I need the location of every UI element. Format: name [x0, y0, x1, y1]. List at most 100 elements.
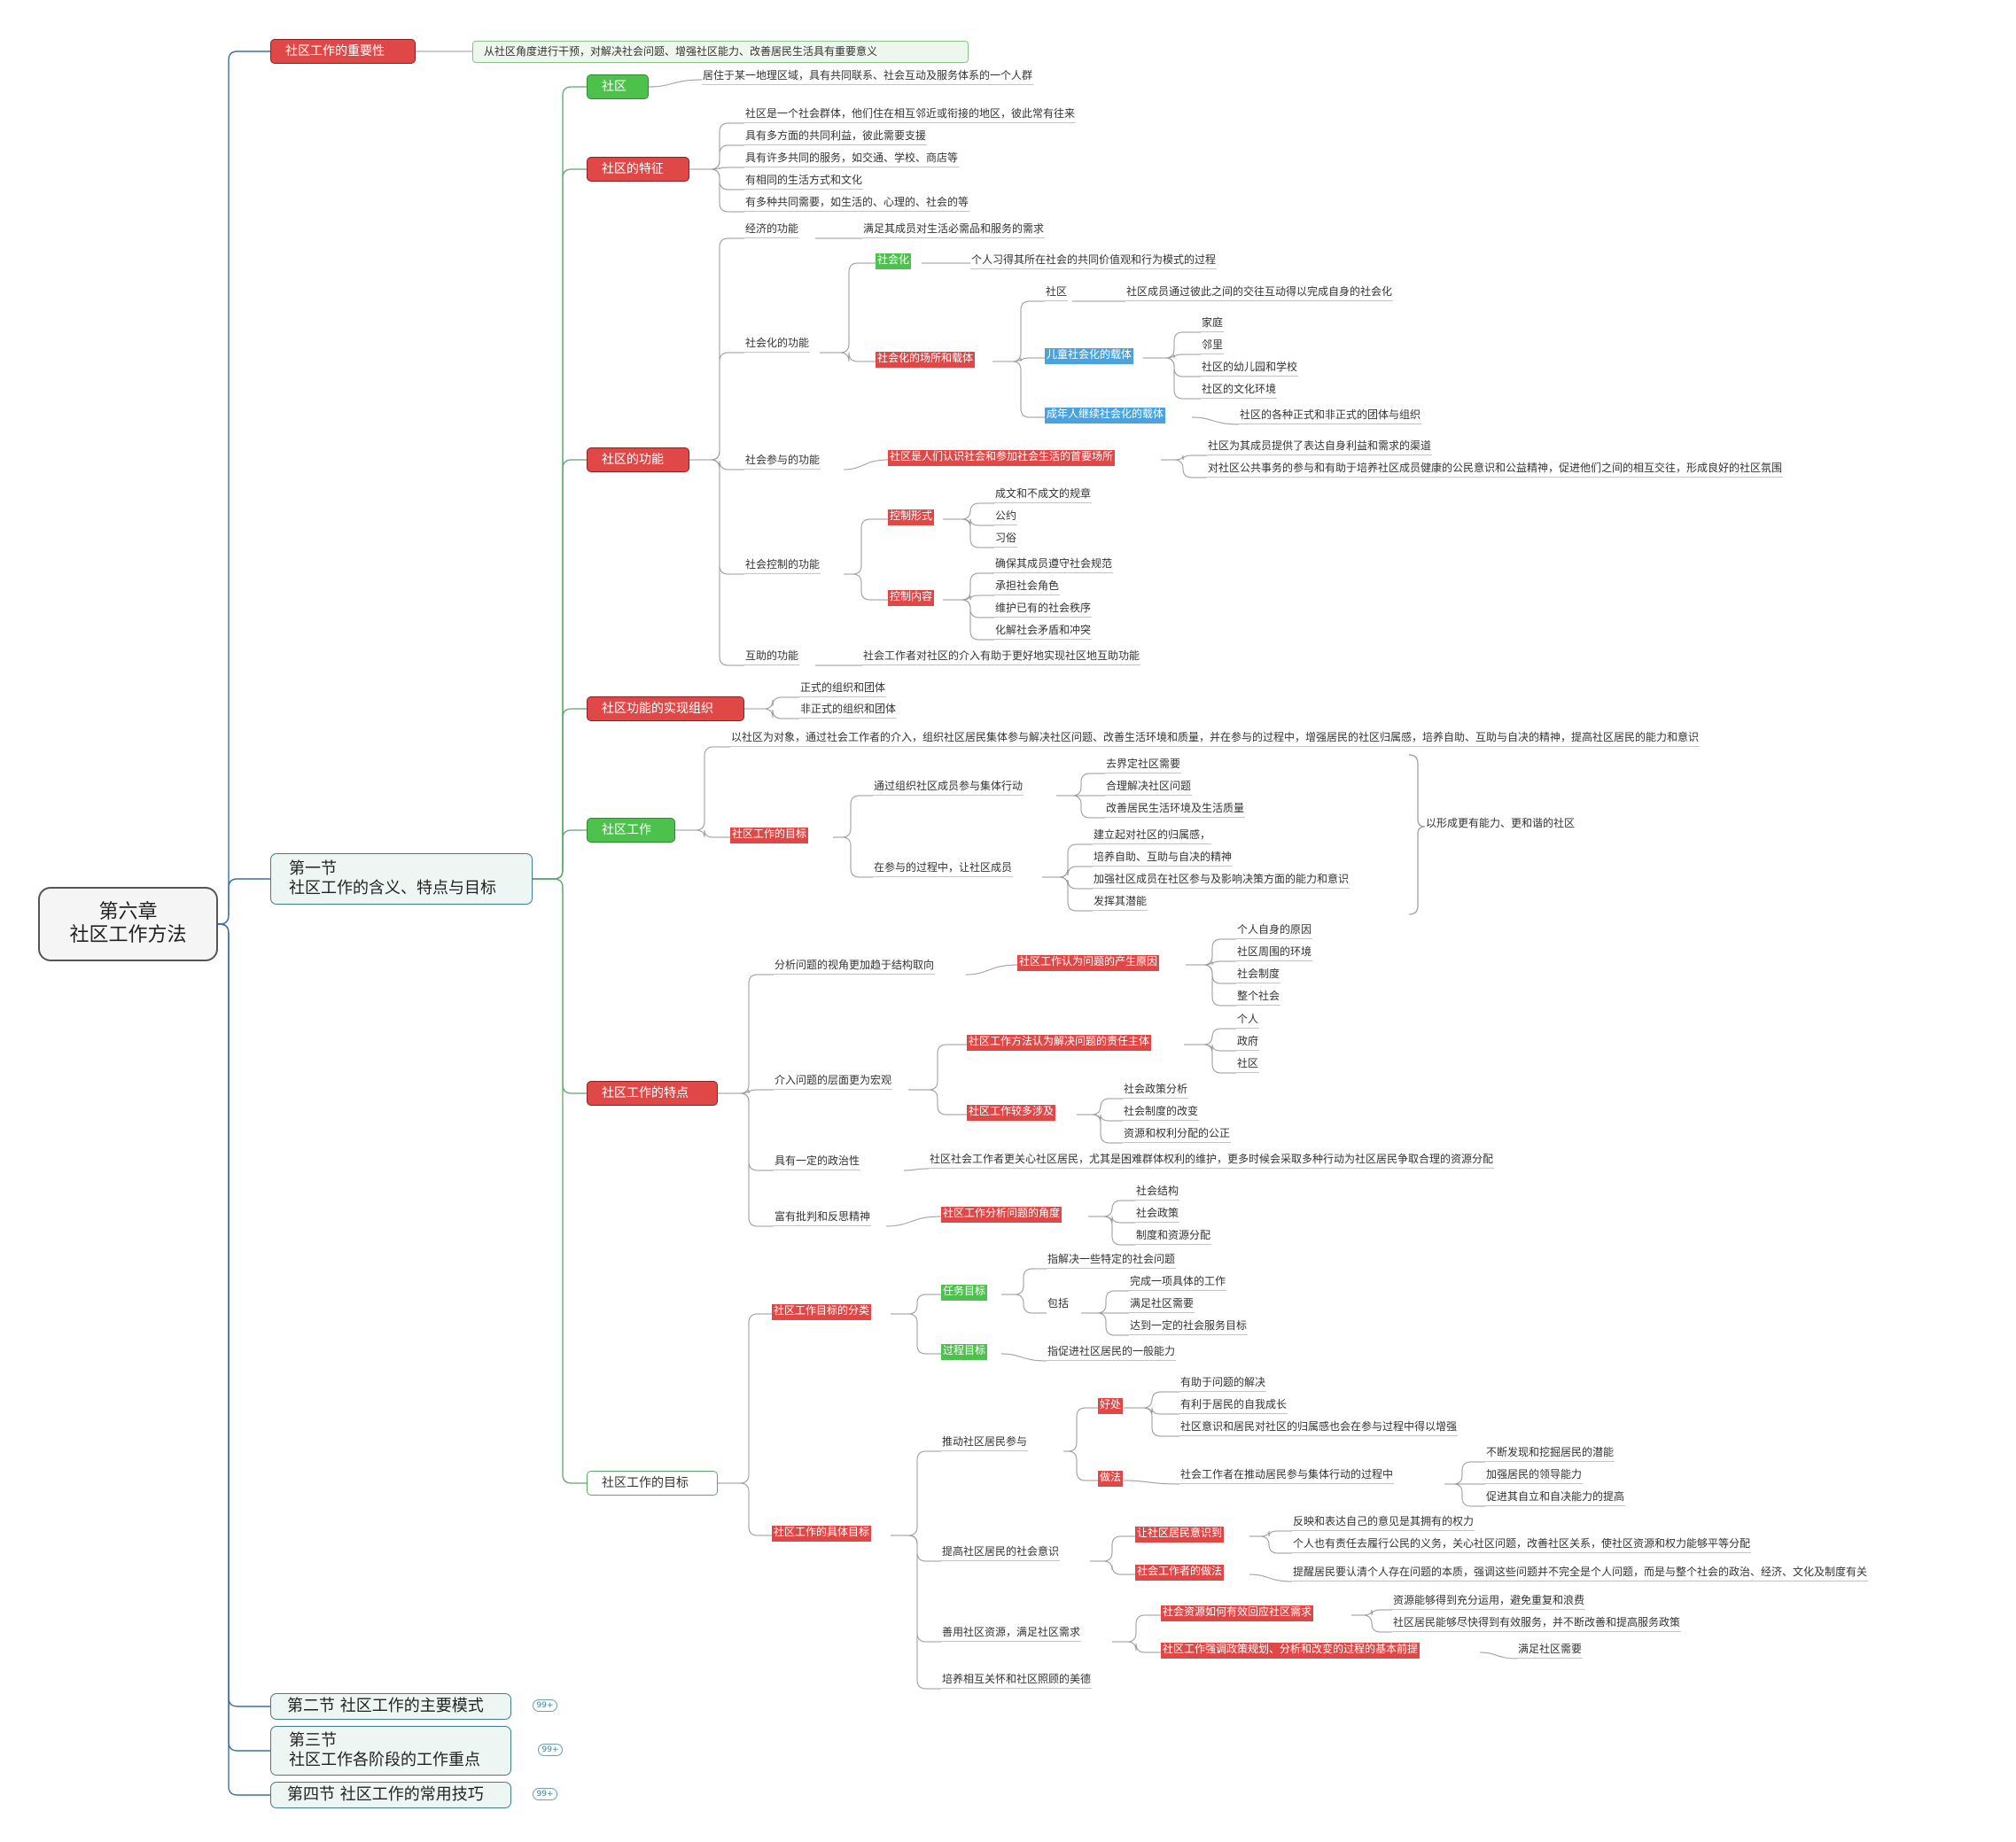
- root-title-line1: 第六章: [98, 900, 158, 923]
- connector-line: [1444, 1483, 1485, 1507]
- benefit-item: 有利于居民的自我成长: [1179, 1398, 1288, 1414]
- connector-line: [689, 122, 744, 170]
- goals-topic[interactable]: 社区工作的目标: [587, 1471, 718, 1496]
- connector-line: [891, 1535, 941, 1690]
- functions-topic[interactable]: 社区的功能: [587, 447, 689, 472]
- involvement-label: 社区工作较多涉及: [967, 1105, 1056, 1121]
- root-topic[interactable]: 第六章 社区工作方法: [38, 887, 218, 961]
- connector-line: [1088, 1200, 1135, 1217]
- connector-line: [1351, 1614, 1392, 1633]
- connector-line: [1184, 1044, 1236, 1074]
- organizations-topic[interactable]: 社区功能的实现组织: [587, 696, 744, 721]
- participation-item: 社区为其成员提供了表达自身利益和需求的渠道: [1207, 439, 1433, 455]
- mutual-function-desc: 社会工作者对社区的介入有助于更好地实现社区地互助功能: [862, 649, 1141, 665]
- adult-socialization-label: 成年人继续社会化的载体: [1045, 408, 1166, 424]
- control-function: 社会控制的功能: [744, 558, 821, 574]
- connector-line: [1123, 1480, 1180, 1485]
- connector-line: [943, 599, 994, 641]
- task-goal-include-item: 完成一项具体的工作: [1129, 1275, 1227, 1291]
- child-socialization-label: 儿童社会化的载体: [1045, 348, 1134, 364]
- connector-line: [1161, 455, 1207, 461]
- task-goal-desc: 指解决一些特定的社会问题: [1047, 1253, 1177, 1269]
- control-content-item: 维护已有的社会秩序: [994, 602, 1093, 618]
- connector-line: [943, 595, 994, 601]
- traits-topic[interactable]: 社区工作的特点: [587, 1081, 718, 1106]
- socialization-community-text: 社区成员通过彼此之间的交往互动得以完成自身的社会化: [1125, 285, 1394, 301]
- section-1-topic[interactable]: 第一节 社区工作的含义、特点与目标: [270, 853, 533, 905]
- community-work-topic[interactable]: 社区工作: [587, 818, 675, 843]
- connector-line: [1249, 1574, 1293, 1582]
- control-content-item: 确保其成员遵守社会规范: [994, 557, 1114, 573]
- participation-key: 社区是人们认识社会和参加社会生活的首要场所: [888, 450, 1116, 466]
- connector-line: [718, 1482, 772, 1536]
- importance-topic[interactable]: 社区工作的重要性: [270, 39, 416, 64]
- analysis-angle-item: 社会结构: [1135, 1185, 1180, 1201]
- connector-line: [1000, 1353, 1047, 1362]
- connector-line: [891, 1294, 941, 1315]
- task-goal-label: 任务目标: [941, 1285, 988, 1301]
- connector-line: [891, 1535, 941, 1643]
- connector-line: [1184, 1028, 1236, 1045]
- socialization-function: 社会化的功能: [744, 337, 811, 353]
- connector-line: [843, 459, 889, 470]
- connector-line: [1143, 354, 1201, 359]
- collective-action-item: 改善居民生活环境及生活质量: [1105, 802, 1246, 818]
- connector-line: [744, 696, 799, 710]
- collective-action-item: 去界定社区需要: [1105, 758, 1182, 773]
- problem-cause-item: 社会制度: [1236, 968, 1281, 983]
- participation-process-item: 发挥其潜能: [1093, 895, 1148, 911]
- connector-line: [533, 878, 587, 1094]
- section-3-topic[interactable]: 第三节 社区工作各阶段的工作重点: [270, 1726, 511, 1776]
- control-form-item: 成文和不成文的规章: [994, 487, 1093, 503]
- connector-line: [1090, 1560, 1135, 1575]
- process-goal-desc: 指促进社区居民的一般能力: [1047, 1345, 1177, 1361]
- connector-line: [1001, 1294, 1047, 1314]
- connector-line: [1191, 416, 1240, 425]
- connector-line: [1081, 1290, 1129, 1314]
- control-forms-label: 控制形式: [888, 509, 935, 525]
- trait-macro: 介入问题的层面更为宏观: [774, 1074, 893, 1090]
- connector-line: [891, 1313, 941, 1355]
- feature-item: 社区是一个社会群体，他们住在相互邻近或衔接的地区，彼此常有往来: [744, 107, 1077, 123]
- community-topic[interactable]: 社区: [587, 74, 649, 99]
- connector-line: [1056, 795, 1105, 819]
- section-3-collapse-badge[interactable]: 99+: [538, 1744, 563, 1756]
- features-topic[interactable]: 社区的特征: [587, 157, 689, 182]
- connector-line: [744, 708, 799, 719]
- connector-line: [1143, 357, 1201, 400]
- connector-line: [1112, 1641, 1161, 1653]
- connector-line: [1081, 1312, 1129, 1336]
- connector-line: [1056, 773, 1105, 797]
- connector-line: [1077, 1098, 1123, 1115]
- section-4-collapse-badge[interactable]: 99+: [533, 1788, 557, 1800]
- connector-line: [833, 795, 873, 838]
- feature-item: 具有多方面的共同利益，彼此需要支援: [744, 129, 928, 145]
- promote-participation: 推动社区居民参与: [941, 1435, 1029, 1451]
- socialization-places-label: 社会化的场所和载体: [876, 352, 976, 368]
- section-2-topic[interactable]: 第二节 社区工作的主要模式: [270, 1693, 511, 1720]
- community-work-summary: 以形成更有能力、更和谐的社区: [1426, 817, 1576, 829]
- connector-line: [675, 829, 730, 838]
- community-work-definition: 以社区为对象，通过社会工作者的介入，组织社区居民集体参与解决社区问题、改善生活环…: [730, 731, 1701, 747]
- resource-respond-item: 社区居民能够尽快得到有效服务，并不断改善和提高服务政策: [1392, 1616, 1682, 1632]
- connector-line: [1088, 1216, 1135, 1246]
- section-4-topic[interactable]: 第四节 社区工作的常用技巧: [270, 1782, 511, 1808]
- section-2-collapse-badge[interactable]: 99+: [533, 1699, 557, 1712]
- responsibility-item: 个人: [1236, 1013, 1260, 1029]
- method-label: 做法: [1098, 1471, 1124, 1487]
- resource-respond-label: 社会资源如何有效回应社区需求: [1161, 1605, 1314, 1621]
- importance-note: 从社区角度进行干预，对解决社会问题、增强社区能力、改善居民生活具有重要意义: [472, 41, 969, 63]
- specific-goal-label: 社区工作的具体目标: [772, 1526, 872, 1542]
- connector-line: [891, 1450, 941, 1536]
- connector-line: [1161, 459, 1207, 478]
- connector-line: [689, 459, 744, 575]
- trait-structural-key: 社区工作认为问题的产生原因: [1017, 955, 1160, 971]
- connector-line: [820, 352, 876, 362]
- organization-item: 非正式的组织和团体: [799, 703, 898, 719]
- participation-process-item: 加强社区成员在社区参与及影响决策方面的能力和意识: [1093, 873, 1350, 889]
- connector-line: [533, 168, 587, 880]
- goal-classification-label: 社区工作目标的分类: [772, 1304, 872, 1320]
- connector-line: [218, 923, 270, 1752]
- responsibility-item: 社区: [1236, 1057, 1260, 1073]
